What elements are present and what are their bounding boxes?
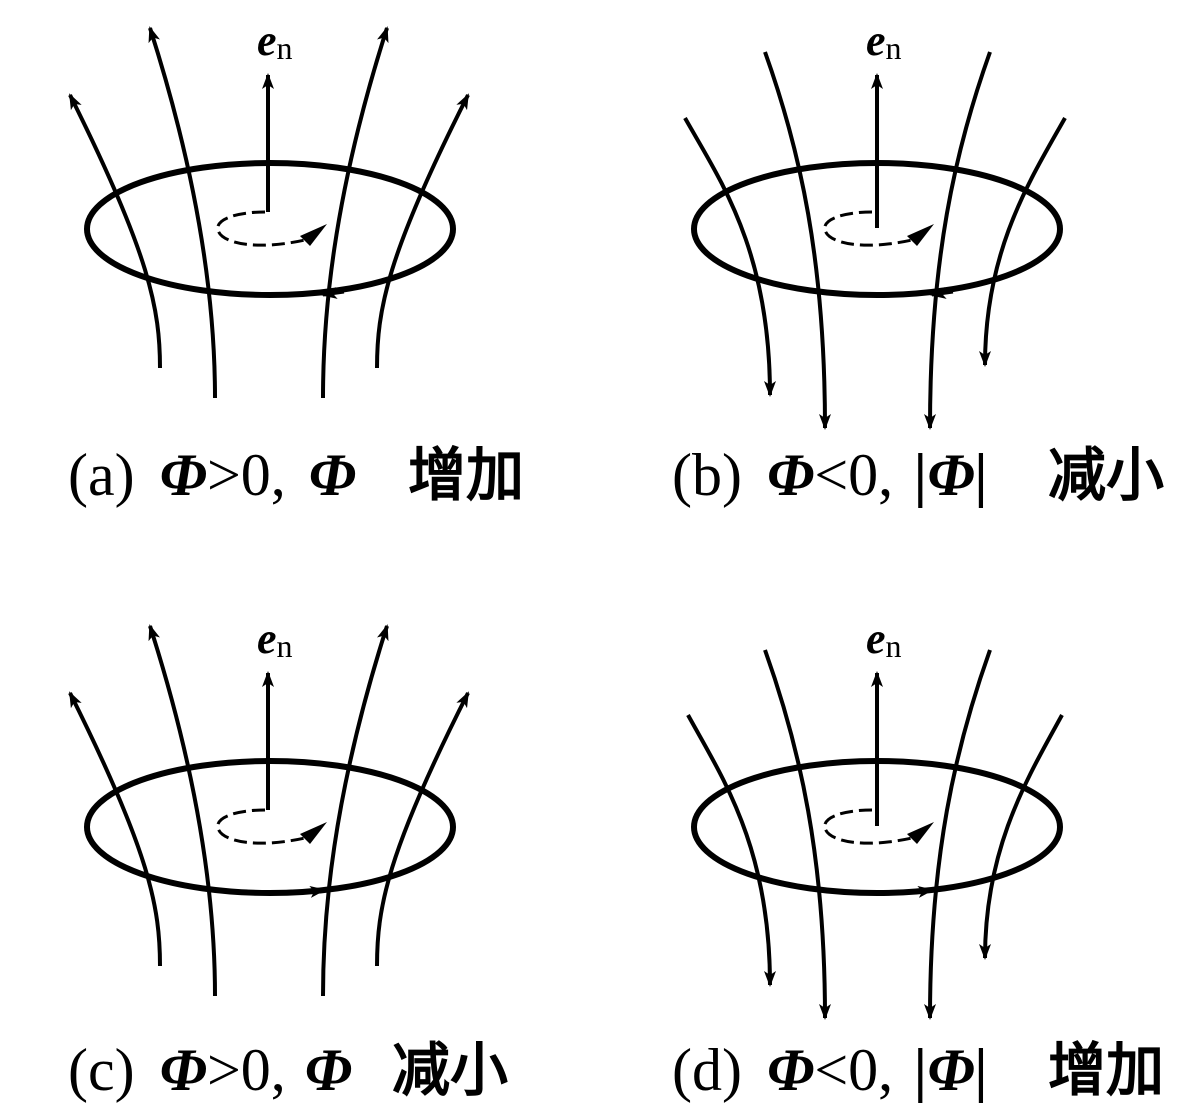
- normal-symbol: e: [257, 16, 277, 65]
- flux-change: 增加: [1048, 1036, 1164, 1104]
- panel-label-letter: (b): [672, 442, 742, 508]
- flux-display: |Φ|: [914, 442, 988, 508]
- field-line: [924, 51, 992, 430]
- flux-relation: <0,: [814, 442, 893, 508]
- induced-current-arrow: [321, 287, 345, 299]
- field-line: [148, 624, 217, 997]
- circulation-arrowhead: [907, 822, 934, 844]
- normal-subscript: n: [886, 628, 902, 664]
- flux-display: Φ: [305, 1037, 352, 1103]
- panel-a: en (a) Φ>0, Φ 增加: [68, 16, 524, 509]
- field-line: [979, 117, 1067, 367]
- field-line: [924, 649, 992, 1020]
- field-line: [979, 714, 1064, 960]
- normal-symbol: e: [866, 614, 886, 663]
- panel-label-letter: (a): [68, 442, 135, 508]
- field-line: [763, 649, 831, 1020]
- flux-change: 减小: [1048, 441, 1164, 509]
- circulation-arrowhead: [300, 224, 327, 246]
- panel-label-letter: (c): [68, 1037, 135, 1103]
- field-lines-down: [683, 51, 1067, 430]
- field-lines-down: [686, 649, 1064, 1020]
- svg-text:en: en: [257, 614, 293, 664]
- flux-symbol: Φ: [160, 1037, 207, 1103]
- flux-change: 减小: [392, 1036, 508, 1104]
- normal-subscript: n: [277, 30, 293, 66]
- normal-subscript: n: [886, 30, 902, 66]
- svg-text:(a) Φ>0, Φ: (a) Φ>0, Φ: [68, 442, 356, 508]
- flux-relation: >0,: [207, 442, 286, 508]
- dashed-circulation: [823, 808, 923, 845]
- circulation-arrowhead: [907, 224, 934, 246]
- flux-symbol: Φ: [160, 442, 207, 508]
- flux-relation: <0,: [814, 1037, 893, 1103]
- field-lines-up: [68, 26, 470, 399]
- induced-current-arrow: [930, 287, 954, 299]
- field-lines-up: [68, 624, 470, 997]
- induced-current-arrow: [909, 885, 934, 898]
- field-line: [68, 93, 162, 369]
- normal-subscript: n: [277, 628, 293, 664]
- panel-b: en (b) Φ<0, |Φ| 减小: [672, 16, 1164, 509]
- svg-text:en: en: [257, 16, 293, 66]
- flux-display: Φ: [309, 442, 356, 508]
- field-line: [763, 51, 831, 430]
- circulation-arrowhead: [300, 822, 327, 844]
- dashed-circulation: [823, 210, 923, 247]
- normal-symbol: e: [257, 614, 277, 663]
- flux-relation: >0,: [207, 1037, 286, 1103]
- svg-text:en: en: [866, 614, 902, 664]
- field-line: [321, 624, 389, 997]
- field-line: [321, 26, 389, 399]
- induced-current-arrow: [301, 885, 326, 898]
- svg-text:(b) Φ<0, |Φ|: (b) Φ<0, |Φ|: [672, 442, 988, 508]
- field-line: [148, 26, 217, 399]
- flux-display: |Φ|: [914, 1037, 988, 1103]
- svg-text:en: en: [866, 16, 902, 66]
- field-line: [686, 714, 776, 987]
- svg-text:(c) Φ>0, Φ: (c) Φ>0, Φ: [68, 1037, 352, 1103]
- panel-d: en (d) Φ<0, |Φ| 增加: [672, 614, 1164, 1104]
- panel-label-letter: (d): [672, 1037, 742, 1103]
- field-line: [375, 93, 470, 369]
- field-line: [68, 691, 162, 967]
- normal-symbol: e: [866, 16, 886, 65]
- field-line: [683, 117, 776, 397]
- flux-symbol: Φ: [767, 1037, 814, 1103]
- panel-c: en (c) Φ>0, Φ 减小: [68, 614, 508, 1104]
- flux-symbol: Φ: [767, 442, 814, 508]
- dashed-circulation: [216, 808, 316, 845]
- flux-change: 增加: [408, 441, 524, 509]
- field-line: [375, 691, 470, 967]
- dashed-circulation: [216, 210, 316, 247]
- svg-text:(d) Φ<0, |Φ|: (d) Φ<0, |Φ|: [672, 1037, 988, 1103]
